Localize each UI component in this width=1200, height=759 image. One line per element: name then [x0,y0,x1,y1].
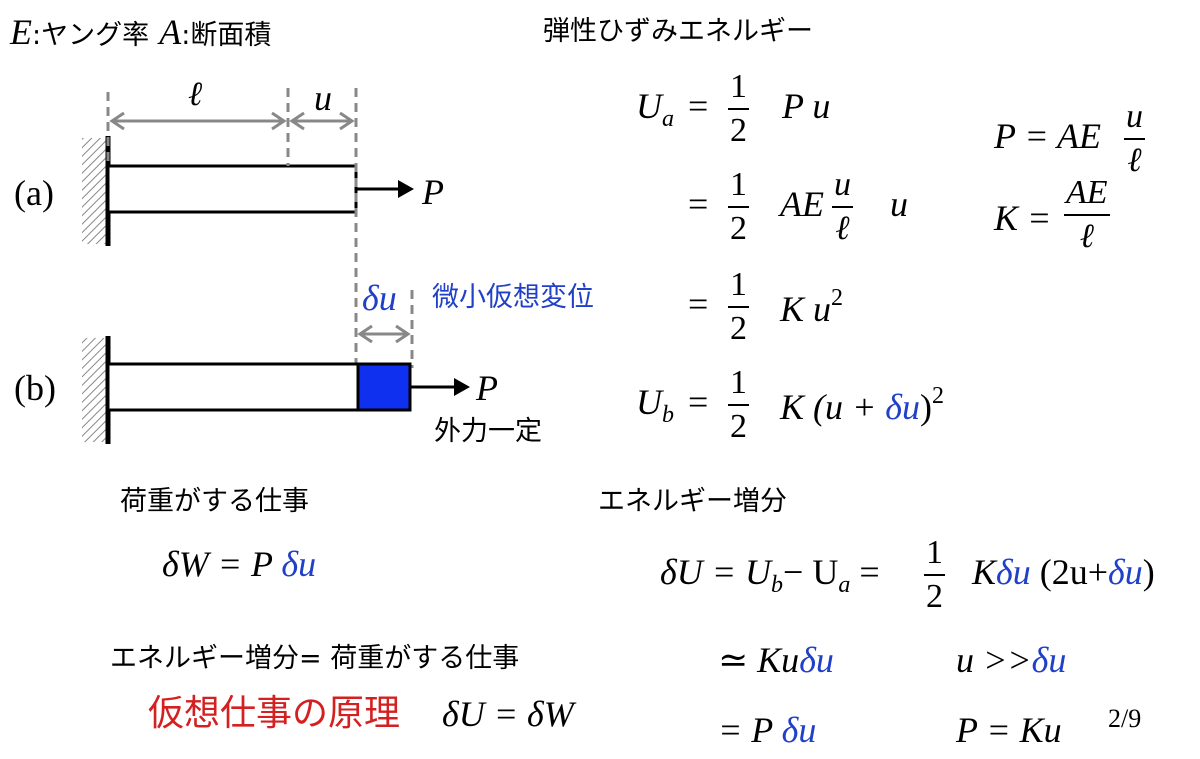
Ub-lhs: Ub [636,382,674,428]
eq-sign-1: = [688,86,709,126]
A-symbol: A [159,12,182,52]
identity-label: エネルギー増分= 荷重がする仕事 [110,643,520,674]
dW-equation: δW = P δu [162,544,317,584]
page-number: 2/9 [1108,704,1142,733]
label-a: (a) [14,173,54,213]
Pu-term: P u [782,86,831,126]
du-label: δu [362,278,397,318]
eq-sign-2: = [688,184,709,224]
P-definition: P = AE [994,116,1101,156]
AE-term: AE [780,184,824,224]
condition: u >>δu [956,640,1067,680]
eq-P-du: = P δu [718,710,817,750]
force-arrowhead-b [454,378,470,396]
eq-sign-3: = [688,284,709,324]
bar-b [106,362,360,412]
energy-increment-label: エネルギー増分 [598,486,787,517]
u-term-2: u [890,184,908,224]
P-label-b: P [476,368,498,408]
principle-virtual-work: 仮想仕事の原理 [148,693,401,734]
wall-hatch-b [82,338,106,442]
force-arrowhead-a [398,180,414,198]
K-definition: K = [994,198,1052,238]
load-work-label: 荷重がする仕事 [120,486,309,517]
A-label: :断面積 [181,20,272,51]
dU-equation: δU = Ub− Ua = [660,552,880,598]
Ku2-term: K u2 [780,285,844,329]
wall-hatch-a [82,138,106,244]
principle-equation: δU = δW [442,694,574,734]
u-label: u [314,78,332,118]
label-b: (b) [14,368,56,408]
bar-a [106,164,358,214]
ell-label: ℓ [188,76,203,113]
Kdu-term: Kδu (2u+δu) [972,552,1155,592]
energy-title: 弾性ひずみエネルギー [543,16,813,47]
Ub-term: K (u + δu)2 [780,383,945,427]
P-label-a: P [422,172,444,212]
E-symbol: E [10,12,32,52]
eq-sign-4: = [688,382,709,422]
external-force-constant: 外力一定 [434,416,542,447]
E-label: :ヤング率 [32,20,150,51]
P-equals-Ku: P = Ku [956,710,1062,750]
virtual-displacement-label: 微小仮想変位 [432,282,594,313]
Ua-lhs: Ua [636,86,674,132]
virtual-displacement-block [356,362,412,412]
approx-equation: ≃ Kuδu [718,640,834,680]
